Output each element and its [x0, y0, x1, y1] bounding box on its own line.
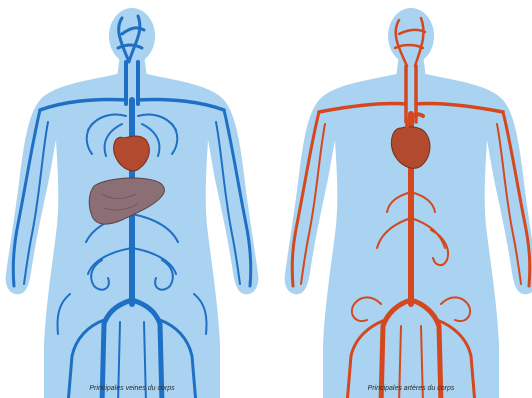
vein-figure [6, 8, 259, 398]
artery-figure [285, 8, 532, 398]
veins-caption: Principales veines du corps [89, 385, 174, 392]
arteries-caption: Principales artères du corps [368, 385, 455, 392]
